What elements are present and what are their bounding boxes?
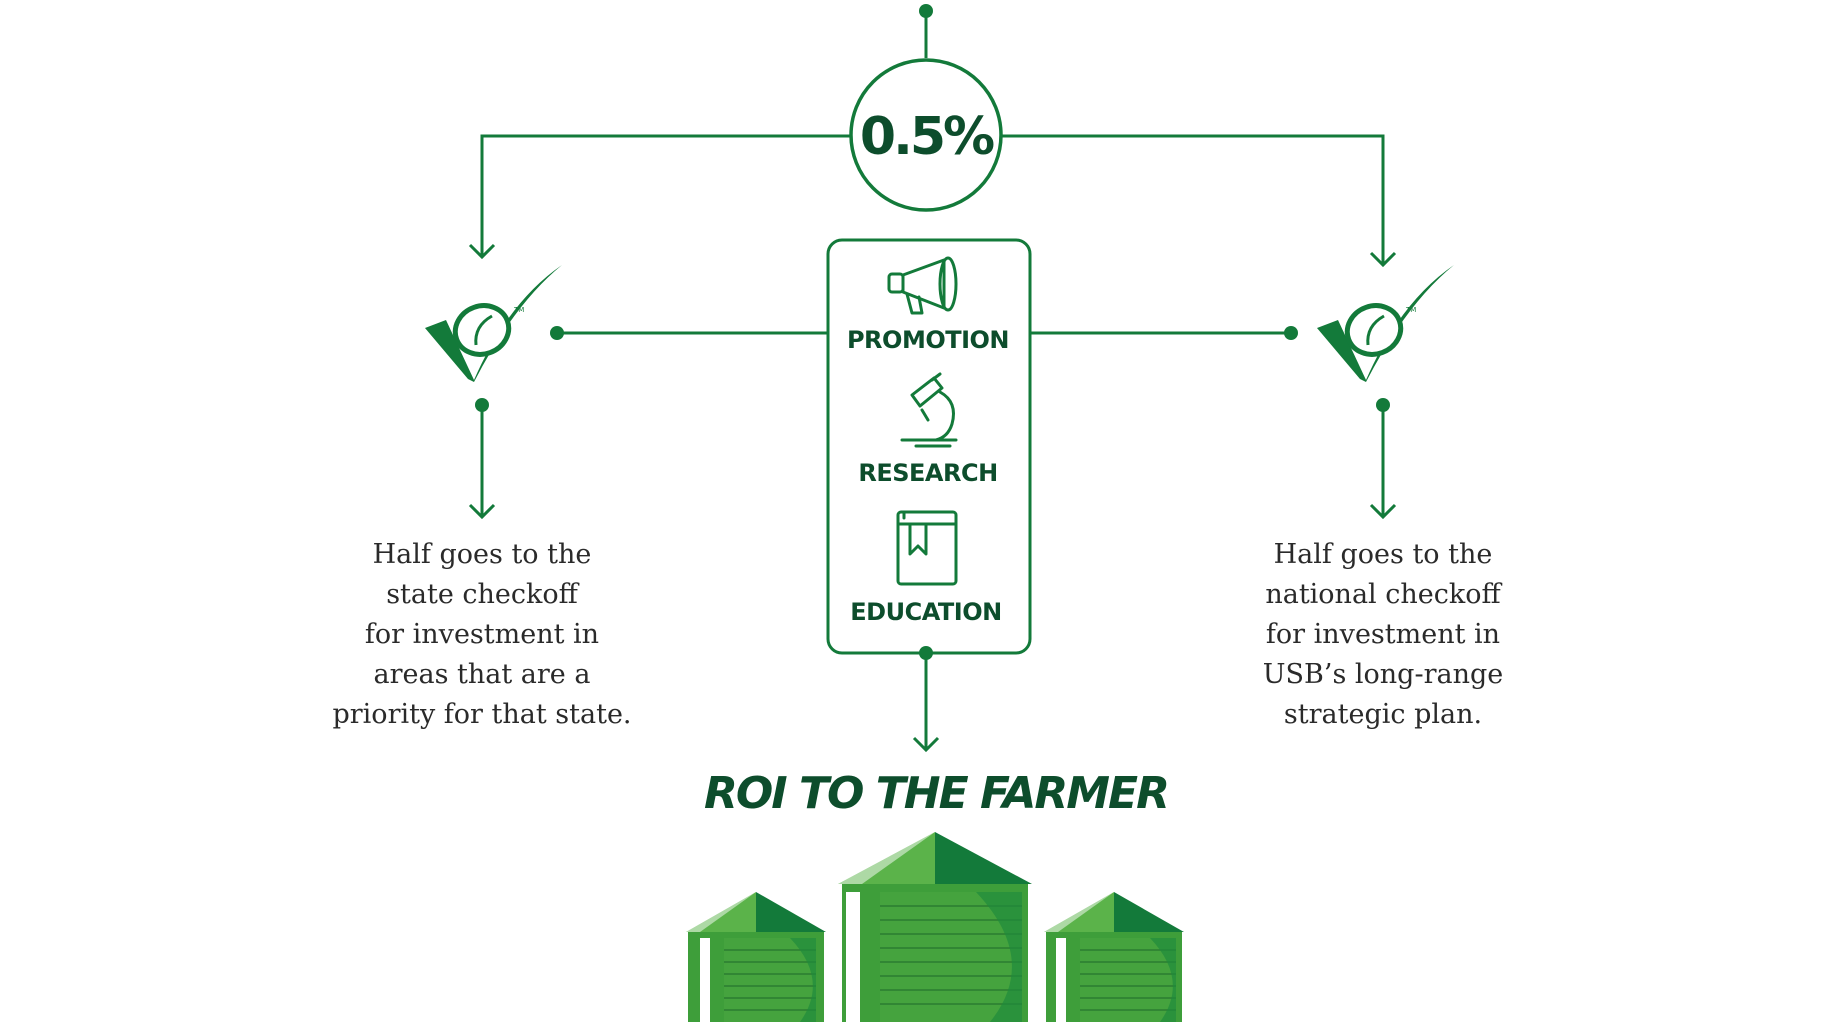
right-checkoff-logo: TM [1317, 265, 1454, 382]
percent-circle: 0.5% [849, 58, 1003, 212]
right-down-arrow [1369, 405, 1397, 520]
split-lines [468, 134, 1397, 268]
left-description-line: Half goes to the [372, 539, 592, 570]
silo-icon-right [1044, 892, 1184, 1022]
right-description-line: USB’s long-range [1262, 659, 1504, 690]
right-description: Half goes to the national checkoff for i… [1213, 535, 1553, 735]
right-tm-mark: TM [1405, 306, 1416, 314]
left-tm-mark: TM [513, 306, 524, 314]
left-connector-dot [550, 326, 564, 340]
left-down-arrow [468, 405, 496, 520]
left-checkoff-logo: TM [425, 265, 562, 382]
category-research: RESEARCH [858, 459, 997, 487]
left-description-line: for investment in [364, 619, 600, 650]
silo-icon-center [838, 832, 1032, 1022]
left-description-line: priority for that state. [332, 699, 632, 730]
roi-arrow [912, 653, 940, 753]
right-description-line: national checkoff [1265, 579, 1501, 610]
right-description-line: for investment in [1265, 619, 1501, 650]
right-description-line: Half goes to the [1273, 539, 1493, 570]
top-connector-dot [919, 4, 933, 18]
microscope-icon [900, 372, 958, 448]
right-connector-dot [1284, 326, 1298, 340]
right-description-line: strategic plan. [1283, 699, 1483, 730]
silo-icon-left [686, 892, 826, 1022]
left-description: Half goes to the state checkoff for inve… [312, 535, 652, 735]
left-description-line: state checkoff [386, 579, 578, 610]
category-education: EDUCATION [850, 598, 1001, 626]
percent-value: 0.5% [860, 107, 994, 167]
megaphone-icon [887, 256, 958, 315]
category-promotion: PROMOTION [847, 326, 1009, 354]
left-description-line: areas that are a [373, 659, 591, 690]
book-icon [896, 510, 958, 586]
roi-title: ROI TO THE FARMER [704, 768, 1168, 819]
